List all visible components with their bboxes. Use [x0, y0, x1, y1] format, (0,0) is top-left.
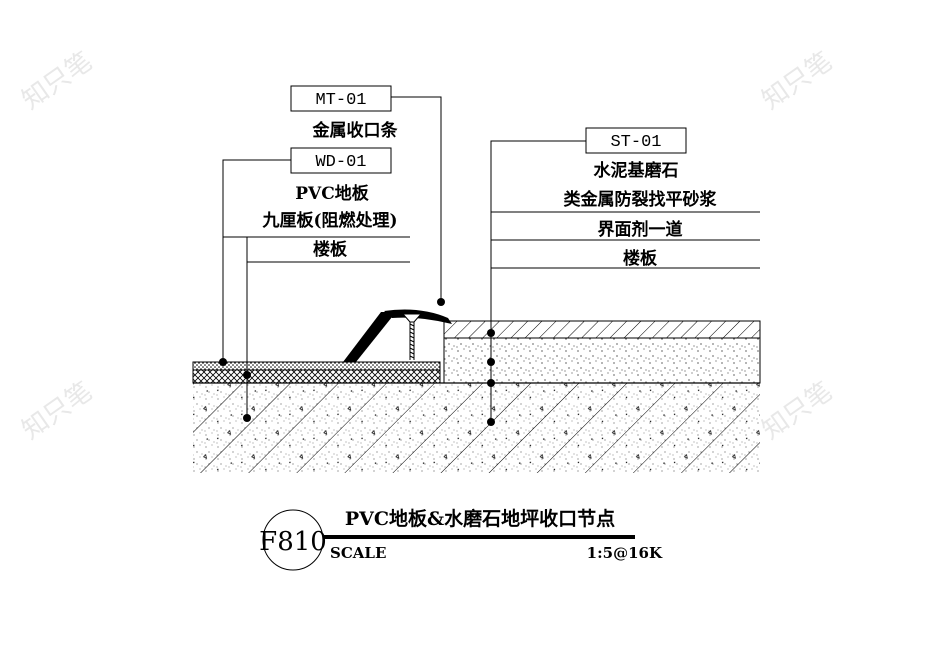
- svg-text:九厘板(阻燃处理): 九厘板(阻燃处理): [261, 210, 397, 231]
- detail-number-circle: [262, 509, 324, 571]
- svg-text:知只笔: 知只笔: [757, 376, 838, 445]
- svg-text:金属收口条: 金属收口条: [312, 120, 399, 141]
- plywood-layer: [192, 369, 441, 384]
- scale-value: 1:5@16K: [587, 544, 663, 562]
- svg-text:楼板: 楼板: [623, 248, 658, 269]
- metal-trim-strip: [343, 309, 452, 362]
- svg-text:类金属防裂找平砂浆: 类金属防裂找平砂浆: [564, 189, 718, 210]
- callout-st-01: ST-01 水泥基磨石 类金属防裂找平砂浆 界面剂一道 楼板: [487, 127, 760, 426]
- svg-text:界面剂一道: 界面剂一道: [598, 219, 683, 240]
- mortar-layer: [443, 337, 761, 384]
- svg-text:ST-01: ST-01: [610, 133, 661, 152]
- callout-wd-01: WD-01 PVC地板 九厘板(阻燃处理) 楼板: [219, 147, 410, 422]
- svg-text:知只笔: 知只笔: [17, 376, 98, 445]
- drawing-title: PVC地板&水磨石地坪收口节点: [345, 507, 615, 530]
- scale-label: SCALE: [330, 544, 386, 562]
- svg-text:MT-01: MT-01: [315, 91, 366, 110]
- svg-text:WD-01: WD-01: [315, 153, 366, 172]
- svg-text:PVC地板: PVC地板: [295, 183, 370, 204]
- svg-text:水泥基磨石: 水泥基磨石: [594, 160, 679, 181]
- title-block: F810 PVC地板&水磨石地坪收口节点 SCALE 1:5@16K: [259, 507, 663, 571]
- svg-text:知只笔: 知只笔: [17, 46, 98, 115]
- pvc-floor-layer: [192, 361, 441, 371]
- svg-text:楼板: 楼板: [313, 239, 348, 260]
- detail-number: F810: [259, 527, 327, 557]
- callout-mt-01: MT-01 金属收口条: [290, 85, 445, 306]
- svg-text:知只笔: 知只笔: [757, 46, 838, 115]
